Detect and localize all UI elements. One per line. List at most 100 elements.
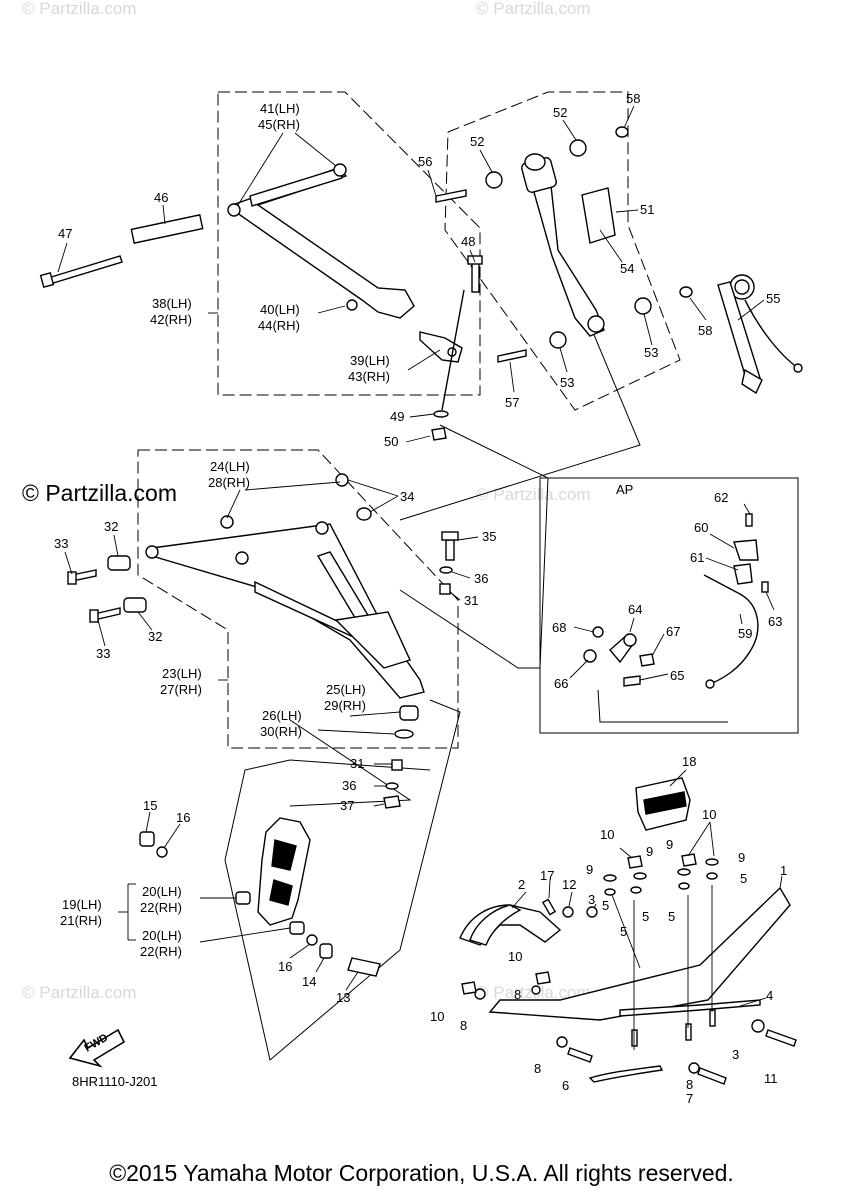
washer-8a (474, 988, 486, 1000)
callout-32b: 32 (148, 629, 162, 644)
callout-54: 54 (620, 261, 634, 276)
callout-55: 55 (766, 291, 780, 306)
diagram-code: 8HR1110-J201 (72, 1074, 158, 1089)
callout-31b: 31 (350, 756, 364, 771)
callout-51: 51 (640, 202, 654, 217)
bolt-48 (471, 261, 480, 293)
callout-8d: 8 (514, 987, 521, 1002)
callout-ap: AP (616, 482, 633, 497)
callout-9c: 9 (666, 837, 673, 852)
bolt-67 (639, 653, 655, 667)
bushing-24a (220, 515, 234, 529)
callout-60: 60 (694, 520, 708, 535)
callout-33a: 33 (54, 536, 68, 551)
copyright-notice: ©2015 Yamaha Motor Corporation, U.S.A. A… (109, 1160, 734, 1186)
washer-36b (385, 782, 399, 790)
callout-48: 48 (461, 234, 475, 249)
stud-a (631, 1029, 638, 1047)
callout-68: 68 (552, 620, 566, 635)
runner-4 (619, 999, 761, 1017)
callout-36b: 36 (342, 778, 356, 793)
washer-58b (679, 286, 693, 298)
nut-68 (592, 626, 604, 638)
reference-lines (224, 329, 728, 1061)
callout-47: 47 (58, 226, 72, 241)
callout-53a: 53 (560, 375, 574, 390)
collar-32a (107, 555, 131, 571)
callout-7: 7 (686, 1091, 693, 1106)
watermark-mid-center: © Partzilla.com (476, 485, 591, 504)
callout-23-lh: 23(LH) (162, 666, 202, 681)
nut-10a (461, 981, 477, 995)
callout-10c: 10 (600, 827, 614, 842)
bushing-24b (335, 473, 349, 487)
leader-lines (57, 105, 783, 1050)
washer-8c (688, 1062, 700, 1074)
washer-9b (633, 872, 647, 880)
callout-20a-lh: 20(LH) (142, 884, 182, 899)
washer-5c (678, 882, 690, 890)
bolt-11 (765, 1029, 797, 1047)
ski-group (459, 777, 797, 1085)
callout-labels: 41(LH) 45(RH) 46 47 38(LH) 42(RH) 40(LH)… (54, 91, 787, 1106)
shock-eye-lower (587, 315, 605, 333)
shock-group-outline (444, 91, 681, 411)
callout-3b: 3 (732, 1047, 739, 1062)
callout-57: 57 (505, 395, 519, 410)
washer-58a (615, 126, 629, 138)
callout-18: 18 (682, 754, 696, 769)
bushing-20a (235, 891, 251, 905)
ski-1 (488, 886, 791, 1021)
nut-10d (681, 853, 697, 867)
callout-11: 11 (764, 1071, 778, 1086)
callout-22a-rh: 22(RH) (140, 900, 182, 915)
callout-27-rh: 27(RH) (160, 682, 202, 697)
bushing-52b (569, 139, 587, 157)
callout-20b-lh: 20(LH) (142, 928, 182, 943)
callout-26-lh: 26(LH) (262, 708, 302, 723)
washer-49 (433, 410, 449, 418)
callout-10a: 10 (430, 1009, 444, 1024)
ball-joint-66 (583, 649, 597, 663)
spindle-shaft-13 (347, 957, 381, 977)
callout-9d: 9 (738, 850, 745, 865)
watermark-top-right: © Partzilla.com (476, 0, 591, 18)
callout-8b: 8 (534, 1061, 541, 1076)
bushing-25 (399, 705, 419, 721)
bushing-52a (485, 171, 503, 189)
bolt-65 (623, 675, 641, 687)
callout-49: 49 (390, 409, 404, 424)
callout-14: 14 (302, 974, 316, 989)
nut-10b (535, 971, 551, 985)
callout-43-rh: 43(RH) (348, 369, 390, 384)
callout-29-rh: 29(RH) (324, 698, 366, 713)
bushing-53b (634, 297, 652, 315)
wear-bar-skag (588, 1065, 664, 1083)
collar-14 (319, 943, 333, 959)
stud-b (685, 1023, 692, 1041)
collar-12 (562, 906, 574, 918)
shock-absorber-group (435, 126, 693, 363)
callout-62: 62 (714, 490, 728, 505)
preload-adjuster-55 (717, 274, 803, 395)
nut-50 (431, 427, 447, 441)
washer-5a (604, 888, 616, 896)
callout-12: 12 (562, 877, 576, 892)
callout-4: 4 (766, 988, 773, 1003)
collar-46 (130, 214, 204, 244)
callout-21-rh: 21(RH) (60, 913, 102, 928)
bolt-57 (497, 349, 527, 363)
callout-37: 37 (340, 798, 354, 813)
fwd-arrow-icon: FWD (68, 1028, 126, 1068)
ski-handle-2 (469, 904, 522, 946)
callout-56: 56 (418, 154, 432, 169)
bolt-35 (445, 539, 455, 561)
washer-8d (531, 985, 541, 995)
spacer-31b (391, 759, 403, 771)
callout-53b: 53 (644, 345, 658, 360)
washer-8b (556, 1036, 568, 1048)
stud-c (709, 1009, 716, 1027)
spring-pin-17 (541, 898, 557, 916)
callout-13: 13 (336, 990, 350, 1005)
